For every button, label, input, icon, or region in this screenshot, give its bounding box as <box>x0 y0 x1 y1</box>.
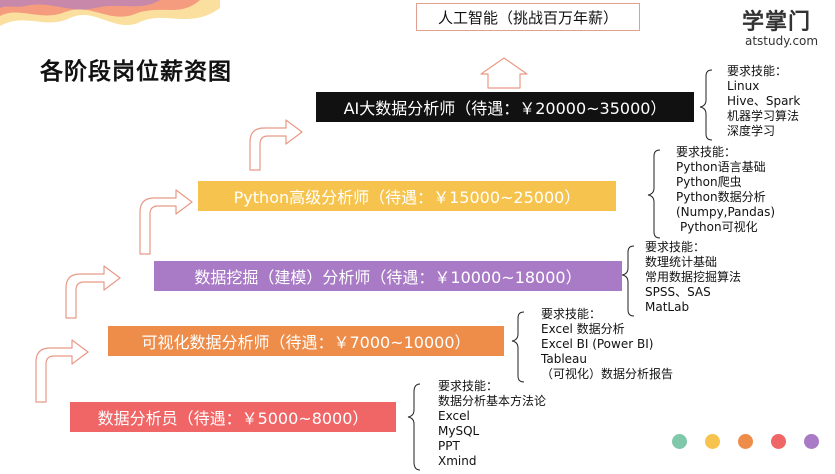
bent-arrow-icon <box>249 119 303 171</box>
skills-list-1: 要求技能： 数据分析基本方法论 Excel MySQL PPT Xmind <box>438 379 546 469</box>
skills-list-2: 要求技能： Excel 数据分析 Excel BI (Power BI) Tab… <box>541 307 673 382</box>
skill-item: 数理统计基础 <box>645 255 718 269</box>
skill-item: Excel <box>438 409 470 423</box>
skill-item: 深度学习 <box>727 124 776 138</box>
skill-item: Python爬虫 <box>676 175 742 189</box>
skill-item: Python数据分析 <box>676 190 766 204</box>
skill-item: MatLab <box>645 300 690 314</box>
skills-brace-5 <box>699 69 713 141</box>
bent-arrow-icon <box>65 265 121 319</box>
skill-item: Python可视化 <box>680 220 758 234</box>
up-arrow-icon <box>480 57 528 89</box>
skills-header: 要求技能： <box>541 307 602 321</box>
skills-header: 要求技能： <box>676 145 737 159</box>
skill-item: Excel 数据分析 <box>541 322 625 336</box>
dot-2 <box>705 434 720 449</box>
page-title: 各阶段岗位薪资图 <box>40 59 232 85</box>
skills-list-3: 要求技能： 数理统计基础 常用数据挖掘算法 SPSS、SAS MatLab <box>645 240 741 315</box>
dot-4 <box>771 434 786 449</box>
stage-visualization-analyst: 可视化数据分析师（待遇：￥7000~10000） <box>108 326 504 356</box>
skills-header: 要求技能： <box>727 64 788 78</box>
logo-name: 学掌门 <box>742 10 812 35</box>
stage-ai-bigdata-analyst: AI大数据分析师（待遇：￥20000~35000） <box>316 92 694 122</box>
skill-item: MySQL <box>438 424 480 438</box>
stage-data-mining-analyst: 数据挖掘（建模）分析师（待遇：￥10000~18000） <box>154 261 622 291</box>
dot-3 <box>738 434 753 449</box>
skill-item: （可视化）数据分析报告 <box>541 367 674 381</box>
skill-item: Xmind <box>438 454 477 468</box>
dot-5 <box>804 434 819 449</box>
skill-item: 数据分析基本方法论 <box>438 394 547 408</box>
skill-item: Linux <box>727 79 760 93</box>
skill-item: Python语言基础 <box>676 160 766 174</box>
skills-brace-4 <box>647 149 661 239</box>
skill-item: SPSS、SAS <box>645 285 711 299</box>
skill-item: PPT <box>438 439 460 453</box>
skills-brace-3 <box>621 245 635 317</box>
bent-arrow-icon <box>139 189 193 255</box>
skill-item: 常用数据挖掘算法 <box>645 270 742 284</box>
skill-item: 机器学习算法 <box>727 109 800 123</box>
stage-python-senior-analyst: Python高级分析师（待遇：￥15000~25000） <box>198 181 616 211</box>
skills-brace-1 <box>407 383 421 471</box>
decorative-waves <box>0 0 220 26</box>
skills-list-4: 要求技能： Python语言基础 Python爬虫 Python数据分析 (Nu… <box>676 145 775 235</box>
skills-brace-2 <box>511 311 525 383</box>
skill-item: Tableau <box>541 352 587 366</box>
skills-header: 要求技能： <box>438 379 499 393</box>
skill-item: (Numpy,Pandas) <box>676 205 776 219</box>
skill-item: Excel BI (Power BI) <box>541 337 654 351</box>
bent-arrow-icon <box>35 339 89 403</box>
logo-domain: atstudy.com <box>745 34 819 48</box>
decorative-dots <box>672 434 819 449</box>
stage-data-analyst: 数据分析员（待遇：￥5000~8000） <box>70 402 396 432</box>
dot-1 <box>672 434 687 449</box>
skill-item: Hive、Spark <box>727 94 801 108</box>
skills-header: 要求技能： <box>645 240 706 254</box>
skills-list-5: 要求技能： Linux Hive、Spark 机器学习算法 深度学习 <box>727 64 800 139</box>
goal-box: 人工智能（挑战百万年薪） <box>416 3 640 31</box>
brand-logo: 学掌门 atstudy.com <box>742 4 832 48</box>
